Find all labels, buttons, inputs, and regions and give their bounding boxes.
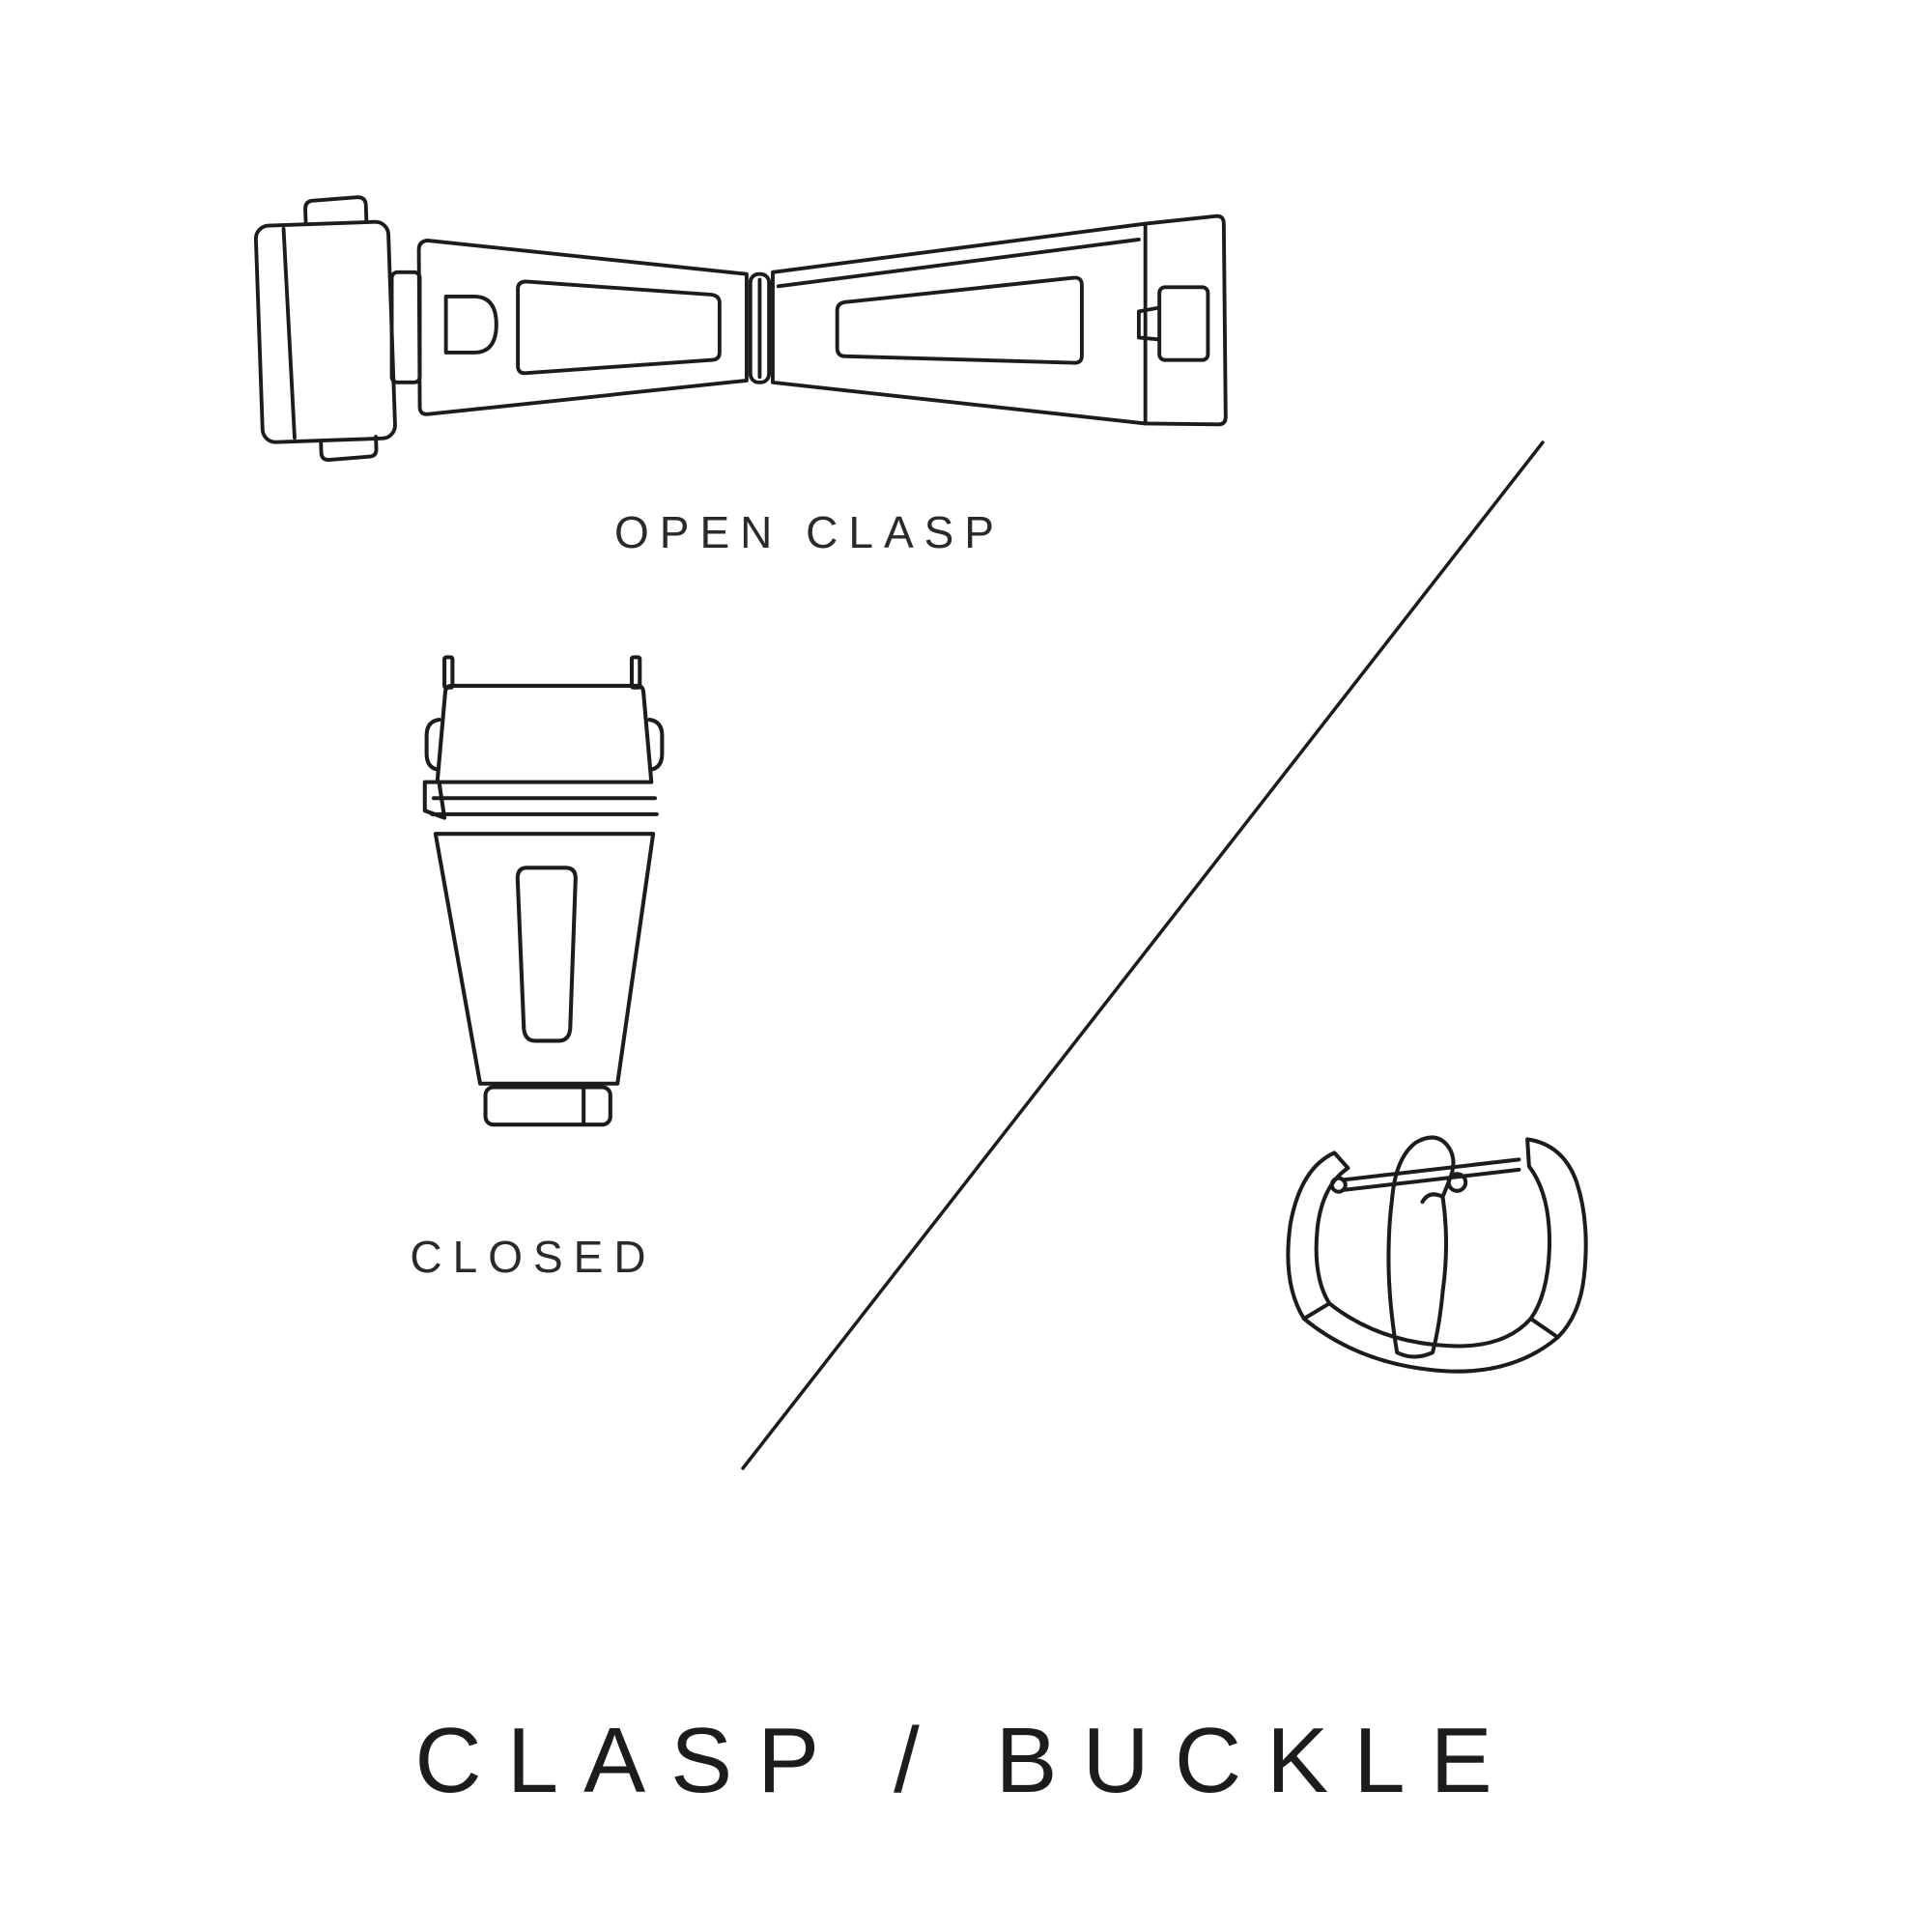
open-clasp-hinge (748, 271, 772, 384)
open-clasp-end-block (253, 195, 397, 462)
closed-clasp-label: CLOSED (410, 1232, 657, 1282)
closed-clasp-top-block (424, 683, 665, 784)
buckle-tongue (1386, 1135, 1468, 1359)
buckle-bottom-band (1301, 1301, 1560, 1374)
open-clasp-illustration (219, 183, 1296, 491)
closed-clasp-band (422, 780, 659, 820)
open-clasp-left-arm (416, 239, 749, 416)
open-clasp-connector (389, 270, 422, 384)
open-clasp-label: OPEN CLASP (614, 507, 1005, 557)
buckle-pin-bar (1329, 1157, 1521, 1194)
buckle-illustration (1235, 1094, 1624, 1407)
closed-clasp-prongs (442, 655, 642, 690)
closed-clasp-illustration (392, 650, 696, 1185)
open-clasp-right-arm (771, 213, 1228, 427)
buckle-right-bar (1525, 1137, 1588, 1340)
page-title: CLASP / BUCKLE (414, 1709, 1518, 1812)
closed-clasp-foot (483, 1085, 612, 1127)
divider-line (741, 440, 1545, 1470)
closed-clasp-body (433, 832, 656, 1086)
